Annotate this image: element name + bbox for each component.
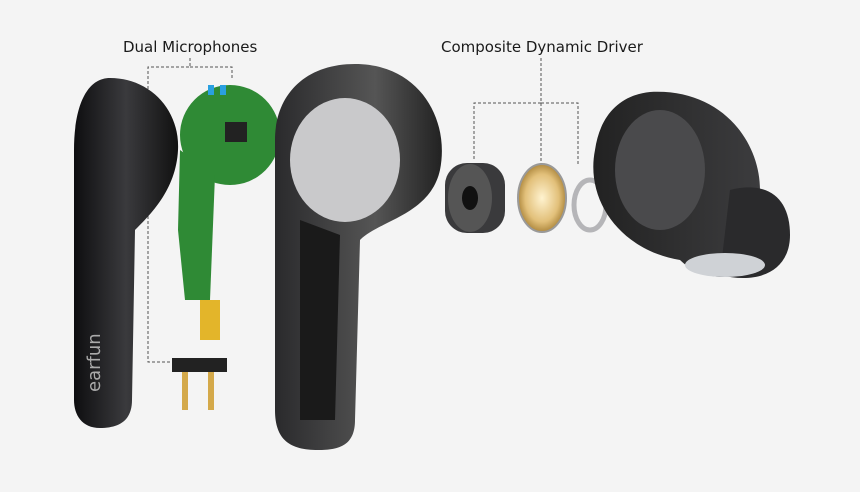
microphone-1: [208, 85, 214, 95]
inner-housing: [275, 64, 442, 450]
microphone-leader-line: [147, 58, 233, 363]
earfun-logo: earfun: [84, 333, 105, 392]
earbud-outer-shell: earfun: [74, 78, 179, 428]
microphone-2: [220, 85, 226, 95]
pcb-board: [172, 85, 280, 410]
dual-microphones-label: Dual Microphones: [123, 38, 258, 56]
chip: [225, 122, 247, 142]
driver-diaphragm: [517, 163, 567, 233]
composite-driver-label: Composite Dynamic Driver: [441, 38, 643, 56]
driver-leader-line: [473, 58, 579, 168]
nozzle-eartip: [593, 91, 790, 279]
driver-chamber: [445, 163, 505, 233]
connector: [172, 358, 227, 372]
flex-cable: [200, 300, 220, 340]
